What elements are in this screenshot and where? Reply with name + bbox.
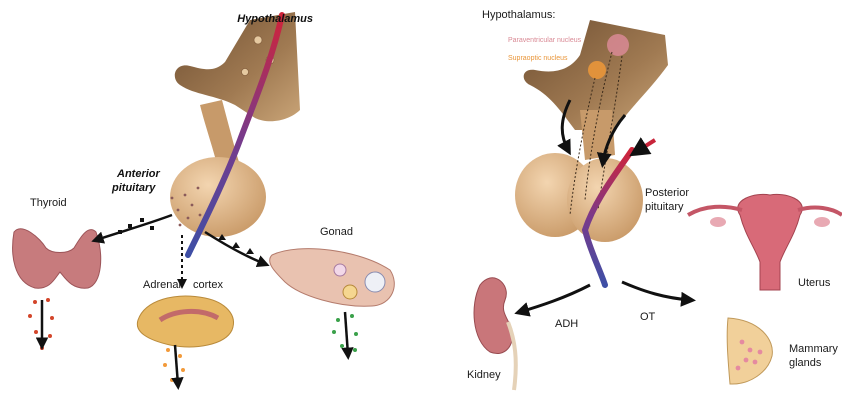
adh-label: ADH (555, 318, 578, 330)
kidney-organ (474, 278, 513, 354)
gonad-follicle-2 (365, 272, 385, 292)
ot-label: OT (640, 311, 656, 323)
arrow-to-thyroid (96, 215, 172, 240)
gonad-follicle-3 (343, 285, 357, 299)
supraoptic-label: Supraoptic nucleus (508, 55, 568, 62)
paraventricular-label: Paraventricular nucleus (508, 37, 582, 44)
uterus-organ (738, 194, 803, 290)
ovary-right (814, 217, 830, 227)
adrenal-gland (137, 296, 233, 347)
posterior-label-line2: pituitary (645, 201, 684, 213)
paraventricular-nucleus (607, 34, 629, 56)
ovary-left (710, 217, 726, 227)
adrenal-label: Adrenal (143, 279, 181, 291)
mammary-label-line1: Mammary (789, 343, 838, 355)
mammary-label-line2: glands (789, 357, 822, 369)
right-panel: Hypothalamus: Paraventricular nucleus Su… (467, 9, 842, 390)
cortex-label: cortex (193, 279, 223, 291)
uterine-tube-left (688, 207, 742, 215)
thyroid-gland (13, 229, 101, 288)
gonad-label: Gonad (320, 226, 353, 238)
kidney-label: Kidney (467, 369, 501, 381)
red-input-arrow (636, 140, 655, 152)
arrow-to-kidney (520, 285, 590, 312)
right-pituitary-stalk (580, 110, 615, 160)
anterior-label-line2: pituitary (111, 182, 156, 194)
gonad-output-arrow (345, 312, 348, 355)
uterine-tube-right (798, 208, 842, 215)
gonad-follicle-1 (334, 264, 346, 276)
left-panel: Hypothalamus Anterior pituitary Thyroid … (13, 12, 395, 385)
left-hypothalamus-label: Hypothalamus (237, 13, 313, 25)
posterior-label-line1: Posterior (645, 187, 689, 199)
adrenal-secretion (163, 348, 185, 382)
supraoptic-nucleus (588, 61, 606, 79)
uterus-label: Uterus (798, 277, 831, 289)
arrow-to-targets (622, 282, 690, 300)
right-hypothalamus-label: Hypothalamus: (482, 9, 555, 21)
thyroid-label: Thyroid (30, 197, 67, 209)
adrenal-output-arrow (175, 345, 178, 385)
anterior-label-line1: Anterior (116, 168, 161, 180)
posterior-pituitary-lobe-back (567, 158, 643, 242)
